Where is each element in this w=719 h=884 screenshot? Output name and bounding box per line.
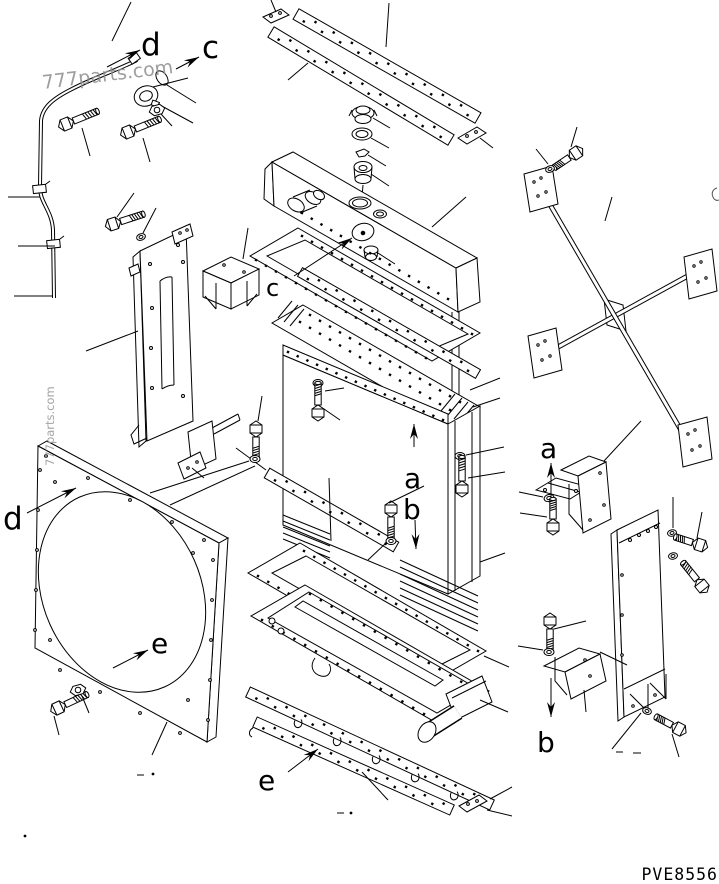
callout-shroud-d: d [3, 501, 23, 537]
misc-marks [23, 187, 719, 838]
bracket-upper-small [201, 227, 261, 310]
callout-shroud-e: e [151, 627, 168, 660]
lower-tank-assembly [247, 477, 510, 743]
mount-right-lower [517, 612, 687, 758]
callout-tube-c: c [202, 30, 219, 66]
callout-arrows [26, 49, 555, 773]
mount-right-upper [518, 420, 642, 536]
callout-right-a: a [540, 432, 557, 465]
callout-core-b: b [403, 493, 421, 526]
callout-strip-e: e [258, 764, 275, 797]
callout-tube-d: d [141, 27, 161, 63]
callout-right-b: b [537, 726, 555, 759]
figure-code: PVE8556 [641, 865, 718, 884]
seal-frames [249, 227, 501, 426]
bottom-seal-strips [245, 686, 513, 817]
callout-core-a: a [404, 462, 421, 495]
mounting-bolts-mid [149, 379, 506, 561]
watermark-side: 777parts.com [43, 386, 57, 466]
support-plate-right [610, 497, 710, 722]
mid-seal-strip [235, 447, 400, 553]
top-seal-strips [262, 0, 494, 149]
diagram-linework [8, 0, 719, 838]
fan-shroud [33, 440, 230, 756]
upper-tank [263, 151, 481, 424]
coolant-tube-assembly [8, 1, 197, 299]
x-brace [523, 126, 718, 468]
side-plate-left [85, 192, 194, 449]
bracket-mid [177, 413, 241, 480]
callout-tank-c: c [266, 274, 279, 302]
radiator-cap-group [348, 105, 391, 198]
